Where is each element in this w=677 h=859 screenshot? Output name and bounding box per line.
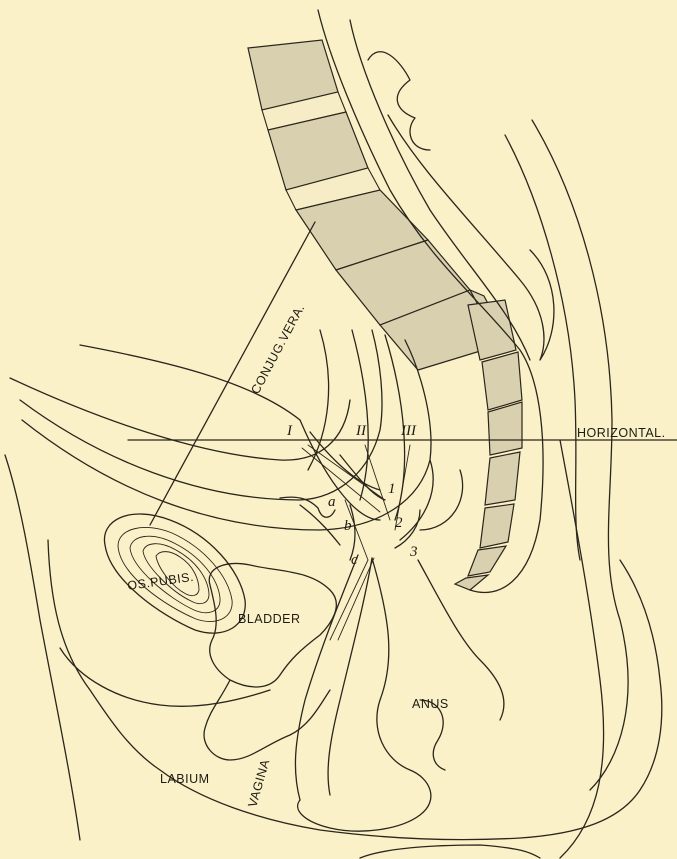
skin-outline-back (560, 440, 604, 858)
vagina-wall-front (295, 555, 358, 800)
label-roman-1: I (286, 423, 293, 439)
label-num-3: 3 (409, 544, 418, 560)
coccyx-6 (468, 546, 506, 576)
label-labium: LABIUM (160, 772, 210, 786)
coccyx-3 (488, 402, 522, 455)
bladder-neck (204, 680, 330, 760)
axis-line-1b (308, 445, 385, 500)
label-letter-c: c (351, 552, 358, 568)
coccyx-tip (455, 575, 488, 590)
coccyx-2 (482, 352, 522, 410)
conjugata-vera-line (150, 222, 315, 525)
label-anus: ANUS (412, 697, 449, 711)
label-horizontal: HORIZONTAL. (577, 426, 666, 440)
axis-line-c2 (338, 558, 374, 640)
label-conjug-vera: CONJUG.VERA. (248, 302, 307, 397)
label-num-1: 1 (388, 481, 396, 497)
label-letter-b: b (344, 518, 352, 534)
label-letter-a: a (328, 494, 336, 510)
label-num-2: 2 (395, 515, 403, 531)
label-os-pubis: OS.PUBIS. (126, 570, 194, 593)
coccyx-5 (480, 504, 514, 548)
label-roman-2: II (355, 423, 367, 439)
vagina-wall-back (328, 558, 372, 795)
coccyx-4 (485, 452, 520, 505)
skin-outline-front (5, 455, 80, 840)
label-bladder: BLADDER (238, 612, 301, 626)
label-roman-3: III (400, 423, 417, 439)
axis-line-2 (365, 445, 390, 520)
posterior-contours (318, 10, 628, 790)
label-vagina: VAGINA (245, 757, 272, 808)
